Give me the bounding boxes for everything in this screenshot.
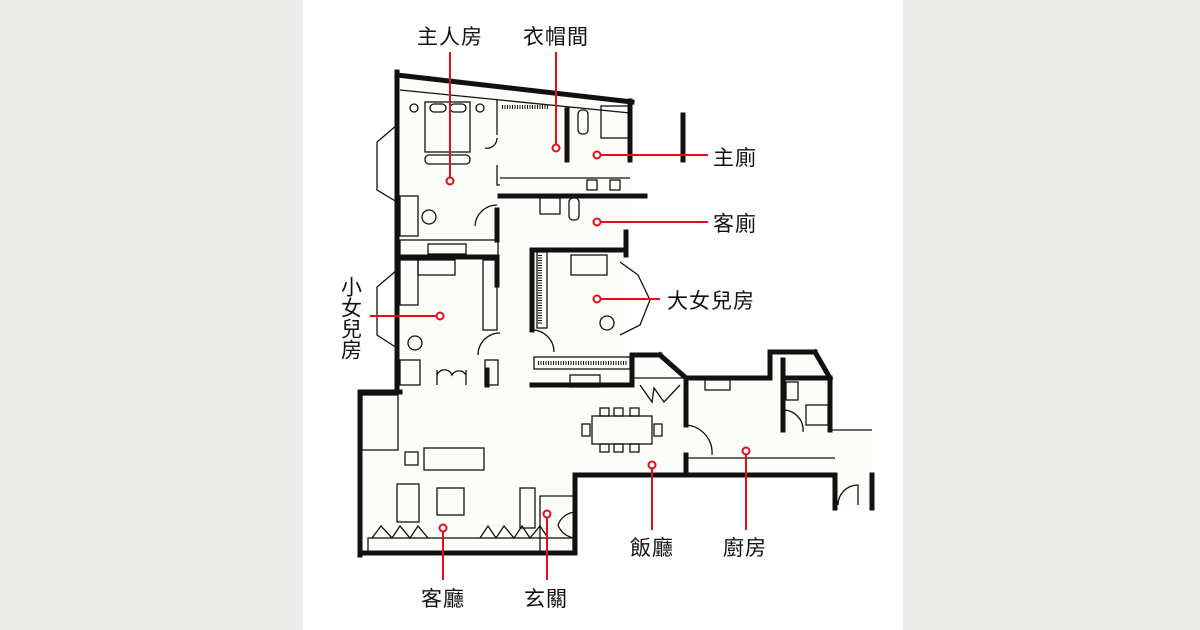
marker-walk-in-closet	[551, 143, 561, 153]
label-younger-daughter-room: 小女兒房	[338, 276, 363, 360]
label-master-bedroom: 主人房	[417, 25, 483, 49]
marker-master-bathroom	[592, 150, 602, 160]
label-walk-in-closet: 衣帽間	[523, 25, 589, 49]
label-living-room: 客廳	[421, 587, 465, 611]
marker-master-bedroom	[445, 176, 455, 186]
marker-elder-daughter-room	[592, 294, 602, 304]
floor-area	[360, 75, 872, 553]
marker-guest-bathroom	[592, 217, 602, 227]
label-entrance: 玄關	[524, 587, 568, 611]
label-elder-daughter-room: 大女兒房	[667, 289, 755, 313]
marker-younger-daughter-room	[435, 311, 445, 321]
marker-dining-room	[647, 460, 657, 470]
interior-lines	[361, 89, 872, 555]
label-dining-room: 飯廳	[630, 536, 674, 560]
marker-living-room	[438, 523, 448, 533]
label-guest-bathroom: 客廁	[713, 212, 757, 236]
marker-entrance	[542, 509, 552, 519]
leader-lines	[370, 52, 751, 580]
label-master-bathroom: 主廁	[713, 146, 757, 170]
marker-kitchen	[741, 446, 751, 456]
label-kitchen: 廚房	[723, 536, 767, 560]
